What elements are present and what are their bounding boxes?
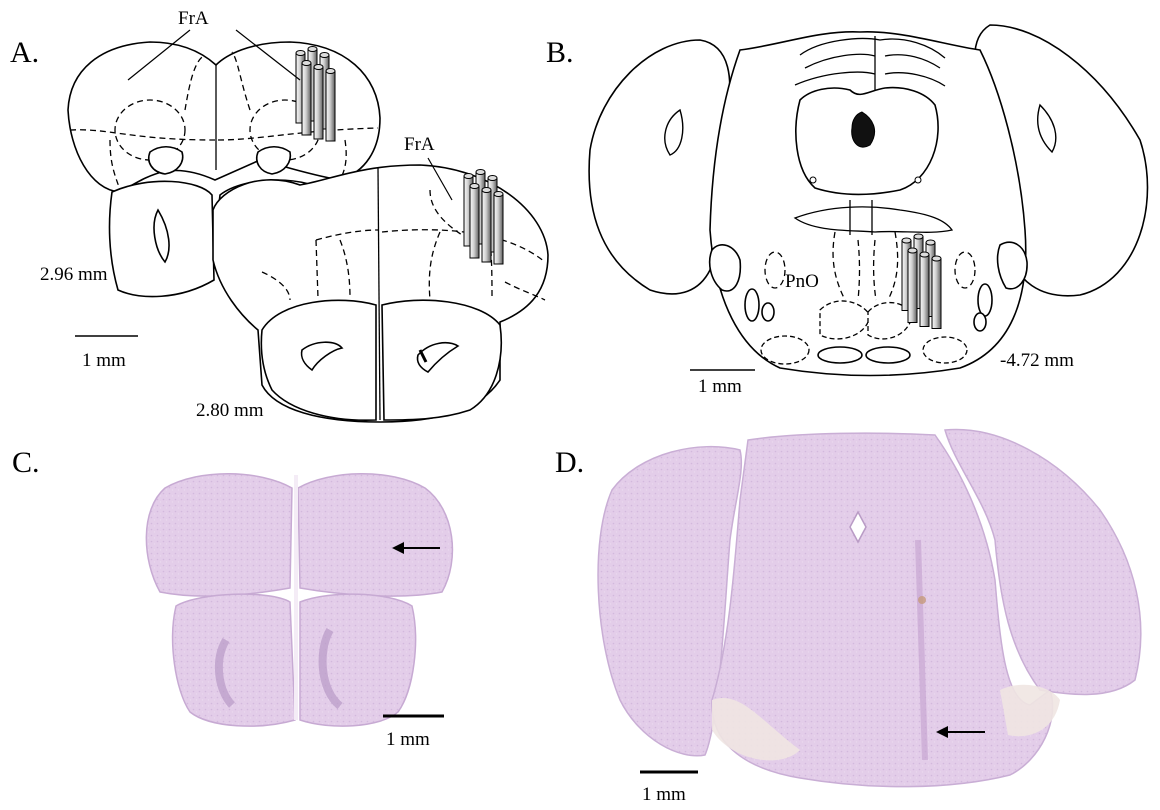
scale-bar-label: 1 mm — [82, 350, 126, 371]
panel-d-letter: D. — [555, 446, 584, 479]
panel-c: C. 1 mm — [12, 446, 452, 750]
panel-a-letter: A. — [10, 36, 39, 69]
level-label-2-96: 2.96 mm — [40, 264, 108, 285]
electrode-array-icon — [464, 170, 503, 265]
region-label-fra-top: FrA — [178, 8, 209, 29]
electrode-array-icon — [902, 234, 941, 329]
electrode-array-icon — [296, 47, 335, 142]
scale-bar-label: 1 mm — [386, 729, 430, 750]
region-label-fra-mid: FrA — [404, 134, 435, 155]
scale-bar-label: 1 mm — [698, 376, 742, 397]
panel-d: D. 1 mm — [555, 430, 1141, 805]
level-label-2-80: 2.80 mm — [196, 400, 264, 421]
panel-b: B. — [546, 25, 1148, 397]
left-hemisphere — [589, 40, 730, 294]
panel-b-letter: B. — [546, 36, 574, 69]
histology-section-c — [146, 474, 292, 596]
scale-bar-label: 1 mm — [642, 784, 686, 805]
region-label-pno: PnO — [785, 271, 819, 292]
level-label-minus-4-72: -4.72 mm — [1000, 350, 1074, 371]
panel-a: A. — [10, 8, 548, 422]
panel-c-letter: C. — [12, 446, 40, 479]
